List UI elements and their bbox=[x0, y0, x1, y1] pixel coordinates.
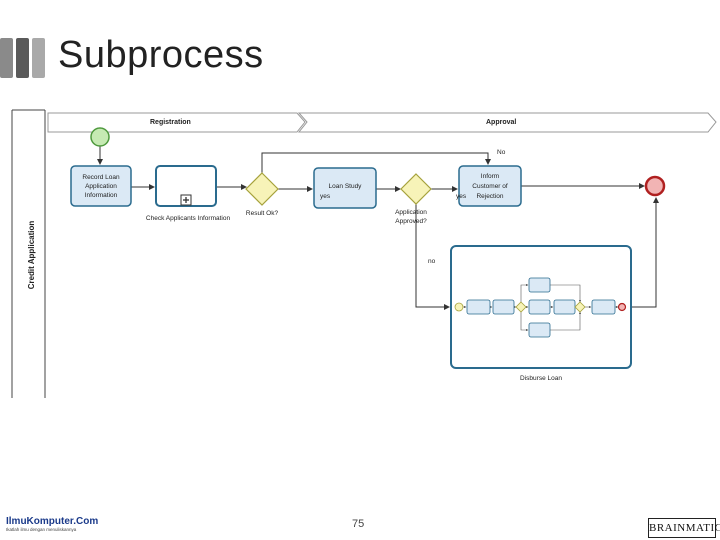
task-record-loan bbox=[70, 165, 132, 207]
brainmatics-logo: BRAINMATICS bbox=[648, 518, 720, 538]
title-decoration-bar-1 bbox=[0, 38, 13, 78]
flow-label-yes-inform: yes bbox=[456, 193, 467, 200]
task-record-loan-line-1: Record Loan bbox=[82, 174, 120, 181]
task-inform-line-2: Customer of bbox=[472, 183, 508, 190]
pool bbox=[11, 109, 46, 398]
flow-label-no-top: No bbox=[497, 149, 506, 156]
phase-approval bbox=[297, 112, 717, 133]
flow-label-yes-study: yes bbox=[320, 193, 331, 200]
sequence-flows bbox=[97, 145, 659, 310]
ilmukomputer-logo-text: IlmuKomputer.Com bbox=[6, 516, 99, 527]
subprocess-disburse-loan-label: Disburse Loan bbox=[520, 375, 562, 382]
phase-registration-label: Registration bbox=[150, 119, 191, 126]
end-event bbox=[644, 175, 666, 197]
flow-label-no-down: no bbox=[428, 258, 436, 265]
start-event bbox=[90, 127, 110, 147]
slide-title: Subprocess bbox=[58, 34, 264, 76]
subprocess-check-applicants-label: Check Applicants Information bbox=[146, 215, 231, 222]
gateway-application-approved bbox=[400, 173, 432, 205]
disburse-inner-process bbox=[454, 277, 627, 338]
task-loan-study-label: Loan Study bbox=[329, 183, 363, 190]
task-record-loan-line-3: Information bbox=[85, 192, 118, 199]
task-inform-line-3: Rejection bbox=[476, 193, 503, 200]
task-inform-customer bbox=[458, 165, 522, 207]
title-decoration-bar-2 bbox=[16, 38, 29, 78]
page-number: 75 bbox=[352, 518, 365, 530]
ilmukomputer-logo: IlmuKomputer.Com Ikatlah ilmu dengan men… bbox=[6, 516, 99, 536]
ilmukomputer-logo-tagline: Ikatlah ilmu dengan menuliskannya bbox=[6, 527, 77, 532]
gateway-approved-line-2: Approved? bbox=[395, 218, 427, 225]
task-inform-line-1: Inform bbox=[481, 173, 499, 180]
task-loan-study bbox=[313, 167, 377, 209]
title-decoration-bar-3 bbox=[32, 38, 45, 78]
phase-registration bbox=[47, 112, 306, 133]
subprocess-check-applicants bbox=[155, 165, 217, 207]
gateway-result-ok-label: Result Ok? bbox=[246, 210, 279, 217]
gateway-approved-line-1: Application bbox=[395, 209, 427, 216]
phase-approval-label: Approval bbox=[486, 119, 516, 126]
pool-label: Credit Application bbox=[27, 221, 36, 290]
gateway-result-ok bbox=[245, 172, 279, 206]
task-record-loan-line-2: Application bbox=[85, 183, 117, 190]
